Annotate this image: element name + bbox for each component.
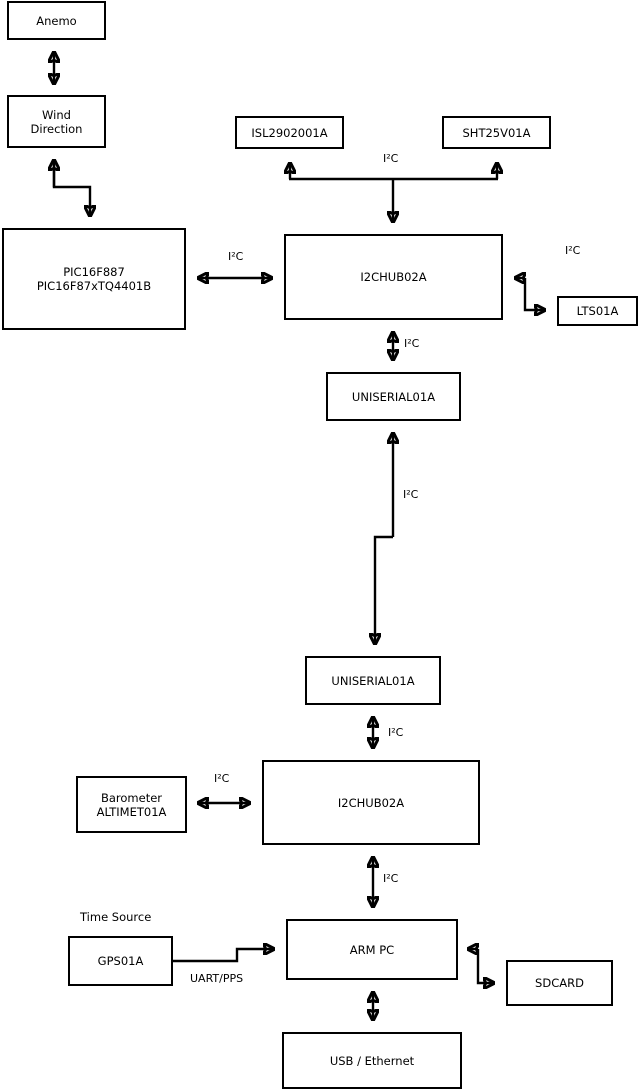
wire-wind-pic-down: [52, 163, 90, 216]
wire-hub-lts-out: [523, 278, 545, 310]
edge-label-hub-to-lts: I²C: [565, 244, 581, 257]
wire-arm-sdcard-out: [476, 949, 494, 983]
node-sdcard[interactable]: SDCARD: [506, 960, 613, 1006]
node-uniserial-bottom[interactable]: UNISERIAL01A: [305, 656, 441, 705]
node-anemo[interactable]: Anemo: [7, 1, 106, 40]
wire-uniserial-link-down: [375, 535, 393, 644]
edge-label-uniserial-link: I²C: [403, 488, 419, 501]
node-lts-sensor[interactable]: LTS01A: [557, 296, 638, 326]
node-wind-direction[interactable]: Wind Direction: [7, 95, 106, 148]
edge-label-barometer-to-hub2: I²C: [214, 772, 230, 785]
node-arm-pc[interactable]: ARM PC: [286, 919, 458, 980]
edge-label-hub2-to-arm: I²C: [383, 872, 399, 885]
edge-label-hub-to-uniserial: I²C: [404, 337, 420, 350]
node-isl-sensor[interactable]: ISL2902001A: [235, 116, 344, 149]
node-pic-mcu[interactable]: PIC16F887 PIC16F87xTQ4401B: [2, 228, 186, 330]
node-sht-sensor[interactable]: SHT25V01A: [442, 116, 551, 149]
node-i2chub-bottom[interactable]: I2CHUB02A: [262, 760, 480, 845]
node-gps[interactable]: GPS01A: [68, 936, 173, 986]
edge-label-pic-to-hub: I²C: [228, 250, 244, 263]
node-barometer[interactable]: Barometer ALTIMET01A: [76, 776, 187, 833]
edge-label-sensors-bus: I²C: [383, 152, 399, 165]
node-usb-ethernet[interactable]: USB / Ethernet: [282, 1032, 462, 1089]
label-time-source: Time Source: [80, 910, 152, 924]
edge-label-uniserial-to-hub2: I²C: [388, 726, 404, 739]
node-uniserial-top[interactable]: UNISERIAL01A: [326, 372, 461, 421]
node-i2chub-top[interactable]: I2CHUB02A: [284, 234, 503, 320]
wire-gps-arm: [173, 949, 274, 963]
edge-label-gps-to-arm: UART/PPS: [190, 972, 244, 985]
